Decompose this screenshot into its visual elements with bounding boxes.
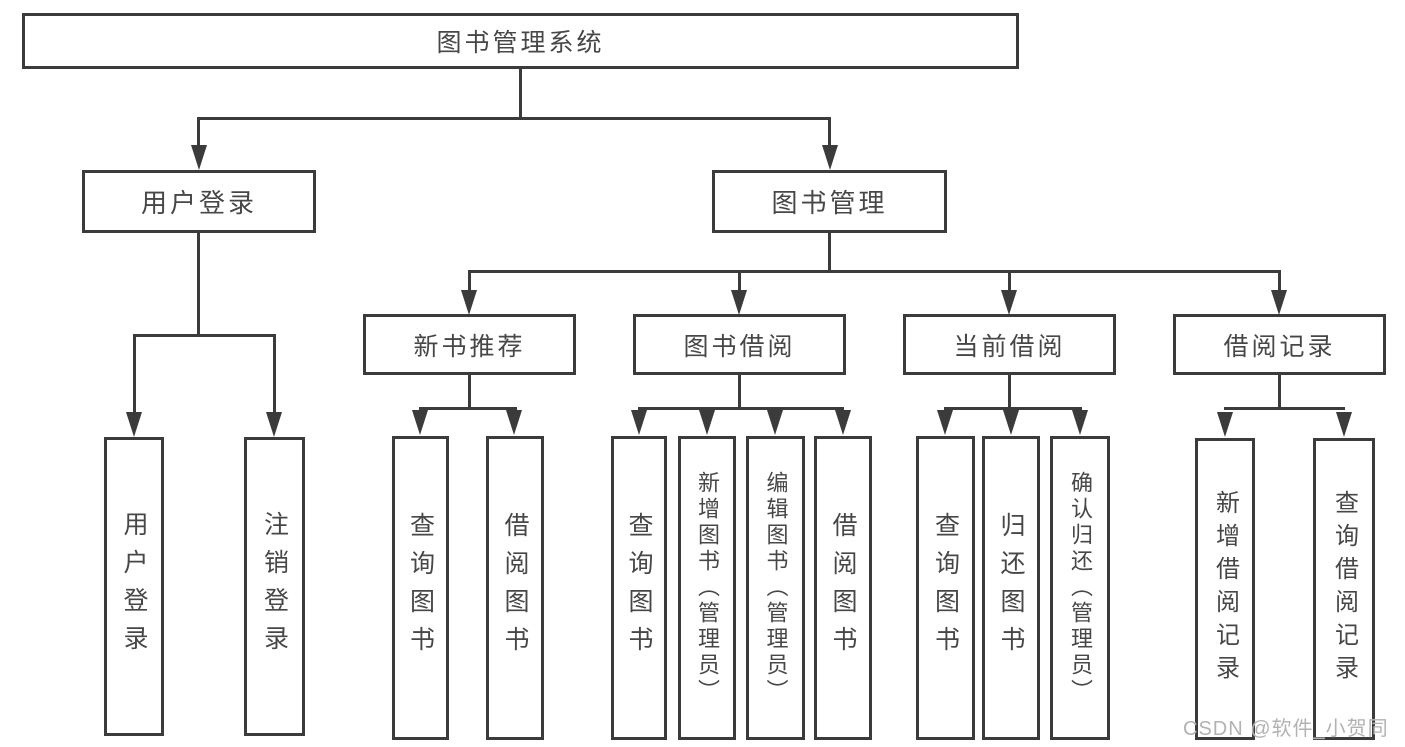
- node-label: 用户登录: [140, 188, 257, 218]
- connector-stem: [1278, 375, 1281, 410]
- connector-user-stem: [197, 233, 200, 336]
- connector-book-stem: [828, 233, 831, 272]
- node-label: 图书管理系统: [436, 29, 605, 57]
- leaf-query-books-current: 查询图书: [916, 436, 975, 740]
- leaf-label: 用户登录: [120, 510, 148, 663]
- arrowhead-down-icon: [631, 410, 647, 435]
- node-borrowing-records: 借阅记录: [1173, 314, 1386, 375]
- leaf-borrow-books-borrowing: 借阅图书: [814, 436, 872, 740]
- leaf-confirm-return-admin: 确认归还（管理员）: [1050, 436, 1110, 740]
- arrowhead-down-icon: [461, 290, 477, 315]
- leaf-label: 归还图书: [997, 512, 1025, 664]
- arrowhead-down-icon: [835, 410, 851, 435]
- arrowhead-down-icon: [126, 412, 142, 437]
- leaf-edit-books-admin: 编辑图书（管理员）: [746, 436, 805, 740]
- leaf-add-books-admin: 新增图书（管理员）: [678, 436, 736, 740]
- node-label: 新书推荐: [413, 332, 526, 361]
- arrowhead-down-icon: [506, 410, 522, 435]
- leaf-query-books-recommend: 查询图书: [392, 436, 449, 740]
- leaf-label: 新增图书（管理员）: [695, 471, 720, 705]
- connector-stub: [1008, 270, 1011, 294]
- arrowhead-down-icon: [767, 410, 783, 435]
- connector-stem: [1008, 375, 1011, 410]
- connector-user-horizontal: [133, 334, 276, 337]
- arrowhead-down-icon: [1336, 412, 1352, 437]
- csdn-watermark: CSDN @软件_小贺同学: [1183, 718, 1389, 740]
- leaf-label: 查询图书: [931, 512, 960, 664]
- node-book-management-branch: 图书管理: [712, 170, 947, 233]
- leaf-query-books-borrowing: 查询图书: [611, 436, 667, 740]
- arrowhead-down-icon: [937, 410, 953, 435]
- leaf-label: 查询借阅记录: [1330, 490, 1358, 688]
- node-book-borrowing: 图书借阅: [633, 314, 846, 375]
- leaf-label: 查询图书: [406, 512, 435, 664]
- node-label: 借阅记录: [1223, 332, 1336, 361]
- leaf-query-borrow-record: 查询借阅记录: [1313, 438, 1375, 740]
- arrowhead-down-icon: [822, 145, 838, 170]
- connector-horizontal: [638, 407, 844, 410]
- connector-horizontal: [944, 407, 1082, 410]
- arrowhead-down-icon: [1072, 410, 1088, 435]
- leaf-borrow-books-recommend: 借阅图书: [486, 436, 544, 740]
- leaf-logout: 注销登录: [244, 437, 305, 736]
- arrowhead-down-icon: [1001, 290, 1017, 315]
- connector-stub: [828, 117, 831, 150]
- node-library-management-system: 图书管理系统: [22, 13, 1019, 69]
- arrowhead-down-icon: [266, 412, 282, 437]
- leaf-label: 新增借阅记录: [1211, 490, 1239, 688]
- arrowhead-down-icon: [699, 410, 715, 435]
- leaf-user-login: 用户登录: [104, 437, 164, 736]
- connector-stub: [468, 270, 471, 294]
- connector-root-stem: [519, 69, 522, 119]
- leaf-label: 借阅图书: [501, 512, 529, 664]
- connector-stub: [133, 334, 136, 412]
- node-label: 图书管理: [771, 188, 888, 218]
- connector-stem: [738, 375, 741, 410]
- node-label: 图书借阅: [683, 332, 796, 361]
- leaf-label: 编辑图书（管理员）: [763, 471, 789, 705]
- arrowhead-down-icon: [731, 290, 747, 315]
- leaf-label: 借阅图书: [829, 512, 857, 664]
- leaf-add-borrow-record: 新增借阅记录: [1195, 438, 1255, 740]
- connector-stub: [738, 270, 741, 294]
- node-user-login-branch: 用户登录: [82, 170, 316, 233]
- connector-stem: [468, 375, 471, 410]
- node-current-borrowing: 当前借阅: [903, 314, 1116, 375]
- leaf-return-books: 归还图书: [982, 436, 1040, 740]
- leaf-label: 查询图书: [625, 512, 653, 664]
- node-label: 当前借阅: [953, 332, 1066, 361]
- arrowhead-down-icon: [191, 145, 207, 170]
- connector-horizontal: [419, 407, 517, 410]
- arrowhead-down-icon: [1271, 290, 1287, 315]
- connector-stub: [273, 334, 276, 412]
- arrowhead-down-icon: [412, 410, 428, 435]
- connector-horizontal: [1224, 407, 1345, 410]
- connector-book-horizontal: [468, 270, 1281, 273]
- connector-root-horizontal: [197, 117, 831, 120]
- arrowhead-down-icon: [1217, 412, 1233, 437]
- leaf-label: 确认归还（管理员）: [1068, 471, 1093, 705]
- connector-stub: [197, 117, 200, 150]
- arrowhead-down-icon: [1003, 410, 1019, 435]
- leaf-label: 注销登录: [260, 510, 289, 663]
- node-new-book-recommendation: 新书推荐: [363, 314, 576, 375]
- connector-stub: [1278, 270, 1281, 294]
